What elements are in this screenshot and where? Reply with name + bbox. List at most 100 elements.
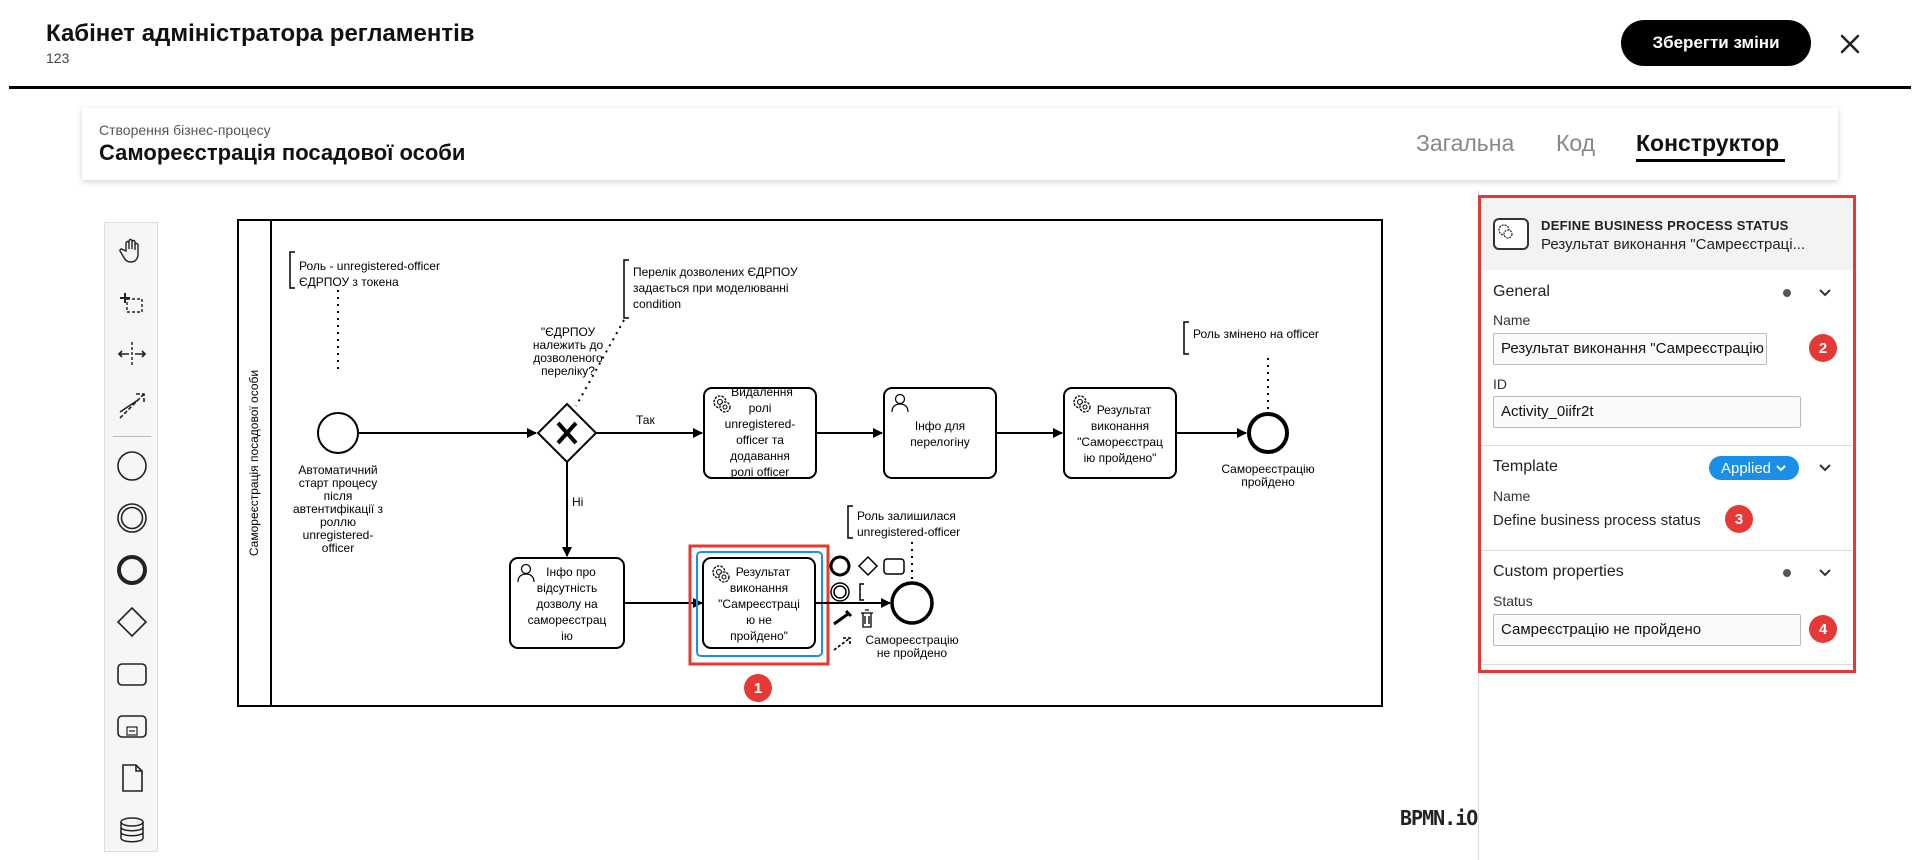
svg-text:Перелік дозволених ЄДРПОУ: Перелік дозволених ЄДРПОУ: [633, 265, 798, 279]
close-icon[interactable]: [1836, 30, 1864, 58]
task-info-no-permission[interactable]: Інфо про відсутність дозволу на самореєс…: [509, 557, 625, 649]
custom-changed-dot: [1783, 569, 1791, 577]
svg-text:ію пройдено": ію пройдено": [1084, 451, 1157, 465]
template-applied-badge[interactable]: Applied: [1709, 456, 1799, 480]
section-divider: [1481, 550, 1853, 551]
svg-text:ролі: ролі: [749, 401, 772, 415]
svg-text:роллю: роллю: [320, 515, 356, 529]
svg-text:додавання: додавання: [730, 449, 790, 463]
svg-text:перелогіну: перелогіну: [910, 435, 970, 449]
section-template-title[interactable]: Template: [1493, 458, 1558, 475]
end-event-tool-icon[interactable]: [111, 549, 153, 591]
task-result-ok[interactable]: Результат виконання "Самореєстрац ію про…: [1063, 387, 1177, 479]
bpmn-palette: [104, 222, 158, 852]
data-object-tool-icon[interactable]: [111, 757, 153, 799]
section-custom-title[interactable]: Custom properties: [1493, 563, 1624, 580]
chevron-down-icon[interactable]: [1817, 285, 1833, 301]
process-header-card: Створення бізнес-процесу Самореєстрація …: [82, 108, 1838, 180]
general-changed-dot: [1783, 289, 1791, 297]
append-gateway-icon: [857, 555, 879, 577]
annotation-edrpou[interactable]: Перелік дозволених ЄДРПОУ задається при …: [575, 259, 798, 407]
svg-text:condition: condition: [633, 297, 681, 311]
svg-text:"Самреєстраці: "Самреєстраці: [718, 597, 800, 611]
global-connect-tool-icon[interactable]: [111, 385, 153, 427]
subprocess-tool-icon[interactable]: [111, 705, 153, 747]
svg-text:Роль змінено на officer: Роль змінено на officer: [1193, 327, 1319, 341]
annotation-role[interactable]: Роль - unregistered-officer ЄДРПОУ з ток…: [289, 251, 440, 370]
svg-text:пройдено": пройдено": [730, 629, 788, 643]
change-type-wrench-icon: [833, 609, 853, 626]
tab-code[interactable]: Код: [1556, 130, 1596, 156]
chevron-down-icon: [1776, 465, 1786, 472]
annotation-remain[interactable]: Роль залишилася unregistered-officer: [847, 505, 960, 580]
append-task-icon: [883, 558, 905, 575]
annotation-officer[interactable]: Роль змінено на officer: [1183, 321, 1319, 410]
end-event-ok[interactable]: [1247, 412, 1289, 454]
bpmn-io-logo[interactable]: BPMN.iO: [1400, 806, 1478, 830]
svg-text:ію: ію: [561, 629, 573, 643]
pool[interactable]: [237, 219, 1383, 707]
space-tool-icon[interactable]: [111, 333, 153, 375]
svg-text:unregistered-officer: unregistered-officer: [857, 525, 960, 539]
app-header: Кабінет адміністратора регламентів 123 З…: [0, 0, 1920, 89]
task-tool-icon[interactable]: [111, 653, 153, 695]
context-pad[interactable]: [829, 555, 905, 651]
gateway-label: "ЄДРПОУ належить до дозволеного переліку…: [533, 325, 604, 378]
tab-constructor[interactable]: Конструктор: [1636, 130, 1780, 156]
chevron-down-icon[interactable]: [1817, 565, 1833, 581]
flow-yes-label: Так: [636, 413, 655, 427]
callout-badge-3: 3: [1725, 505, 1753, 533]
svg-text:Автоматичний: Автоматичний: [298, 463, 377, 477]
end-event-fail[interactable]: [890, 581, 934, 625]
task-delete-role[interactable]: Видалення ролі unregistered- officer та …: [703, 385, 817, 479]
section-divider: [1481, 445, 1853, 446]
svg-text:ЄДРПОУ з токена: ЄДРПОУ з токена: [299, 275, 399, 289]
callout-badge-4: 4: [1809, 615, 1837, 643]
element-type: DEFINE BUSINESS PROCESS STATUS: [1541, 218, 1789, 233]
svg-text:Видалення: Видалення: [731, 385, 793, 399]
template-name-label: Name: [1493, 488, 1531, 504]
task-info-relogin[interactable]: Інфо для перелогіну: [883, 387, 997, 479]
id-input[interactable]: Activity_0iifr2t: [1493, 396, 1801, 428]
svg-text:самореєстрац: самореєстрац: [528, 613, 607, 627]
callout-badge-2: 2: [1809, 334, 1837, 362]
name-input[interactable]: Результат виконання "Самреєстрацію не пр…: [1493, 333, 1767, 365]
applied-label: Applied: [1720, 459, 1772, 477]
section-general-title[interactable]: General: [1493, 283, 1550, 300]
highlight-selected-task: [688, 544, 830, 666]
start-event-tool-icon[interactable]: [111, 445, 153, 487]
status-input[interactable]: Самреєстрацію не пройдено: [1493, 614, 1801, 646]
svg-text:Роль залишилася: Роль залишилася: [857, 509, 956, 523]
svg-text:Самореєстрацію: Самореєстрацію: [865, 633, 958, 647]
flow-no-label: Ні: [572, 495, 583, 509]
intermediate-event-tool-icon[interactable]: [111, 497, 153, 539]
svg-text:ролі officer: ролі officer: [731, 465, 790, 479]
svg-text:officer та: officer та: [736, 433, 784, 447]
name-label: Name: [1493, 312, 1531, 328]
service-task-icon: [1493, 218, 1529, 250]
svg-text:Інфо про: Інфо про: [546, 565, 596, 579]
lasso-tool-icon[interactable]: [111, 281, 153, 323]
delete-trash-icon: [861, 609, 873, 628]
task-result-fail[interactable]: Результат виконання "Самреєстраці ю не п…: [702, 557, 816, 649]
svg-text:unregistered-: unregistered-: [303, 528, 374, 542]
svg-text:unregistered-: unregistered-: [725, 417, 796, 431]
end-event-ok-label: Самореєстрацію пройдено: [1221, 462, 1314, 489]
app-subtitle: 123: [46, 50, 70, 66]
start-event[interactable]: [317, 412, 359, 454]
exclusive-gateway[interactable]: [536, 402, 598, 464]
append-annotation-icon: [859, 583, 864, 601]
data-store-tool-icon[interactable]: [111, 809, 153, 851]
svg-text:ю не: ю не: [746, 613, 772, 627]
bpmn-canvas[interactable]: Самореєстрація посадової особи Роль - un…: [236, 218, 1384, 708]
hand-tool-icon[interactable]: [111, 229, 153, 271]
save-changes-button[interactable]: Зберегти зміни: [1621, 20, 1811, 66]
app-title: Кабінет адміністратора регламентів: [46, 20, 475, 47]
tab-general[interactable]: Загальна: [1416, 130, 1515, 156]
element-name: Результат виконання "Самреєстраці...: [1541, 236, 1806, 253]
chevron-down-icon[interactable]: [1817, 460, 1833, 476]
end-event-fail-label: Самореєстрацію не пройдено: [865, 633, 958, 660]
header-divider: [9, 86, 1911, 89]
svg-text:Інфо для: Інфо для: [915, 419, 965, 433]
gateway-tool-icon[interactable]: [111, 601, 153, 643]
